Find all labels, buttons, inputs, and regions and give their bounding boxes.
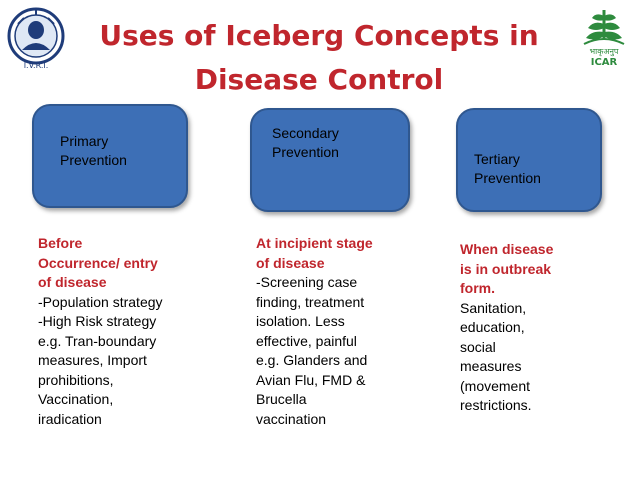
tertiary-prevention-box: Tertiary Prevention bbox=[456, 108, 602, 212]
tertiary-prevention-details: When disease is in outbreak form. Sanita… bbox=[460, 240, 620, 416]
ivri-seal-icon: I.V.R.I. bbox=[7, 7, 65, 70]
tertiary-prevention-label: Tertiary Prevention bbox=[474, 151, 541, 186]
slide-title: Uses of Iceberg Concepts in Disease Cont… bbox=[99, 19, 539, 96]
secondary-prevention-box: Secondary Prevention bbox=[250, 108, 410, 212]
wheat-icon: भाकृअनुप ICAR bbox=[583, 10, 625, 68]
icar-logo-text: ICAR bbox=[591, 57, 618, 68]
primary-heading: Before Occurrence/ entry of disease bbox=[38, 235, 158, 290]
secondary-heading: At incipient stage of disease bbox=[256, 235, 373, 271]
ivri-logo: I.V.R.I. bbox=[4, 6, 68, 72]
icar-hindi-text: भाकृअनुप bbox=[590, 47, 619, 57]
primary-prevention-details: Before Occurrence/ entry of disease -Pop… bbox=[38, 234, 198, 429]
primary-prevention-box: Primary Prevention bbox=[32, 104, 188, 208]
tertiary-heading: When disease is in outbreak form. bbox=[460, 241, 554, 296]
ivri-logo-text: I.V.R.I. bbox=[24, 61, 49, 70]
secondary-prevention-details: At incipient stage of disease -Screening… bbox=[256, 234, 416, 429]
primary-prevention-label: Primary Prevention bbox=[60, 133, 127, 168]
primary-body: -Population strategy -High Risk strategy… bbox=[38, 293, 163, 427]
secondary-prevention-label: Secondary Prevention bbox=[272, 125, 339, 160]
tertiary-body: Sanitation, education, social measures (… bbox=[460, 299, 532, 414]
secondary-body: -Screening case finding, treatment isola… bbox=[256, 274, 368, 427]
icar-logo: भाकृअनुप ICAR bbox=[576, 4, 632, 68]
